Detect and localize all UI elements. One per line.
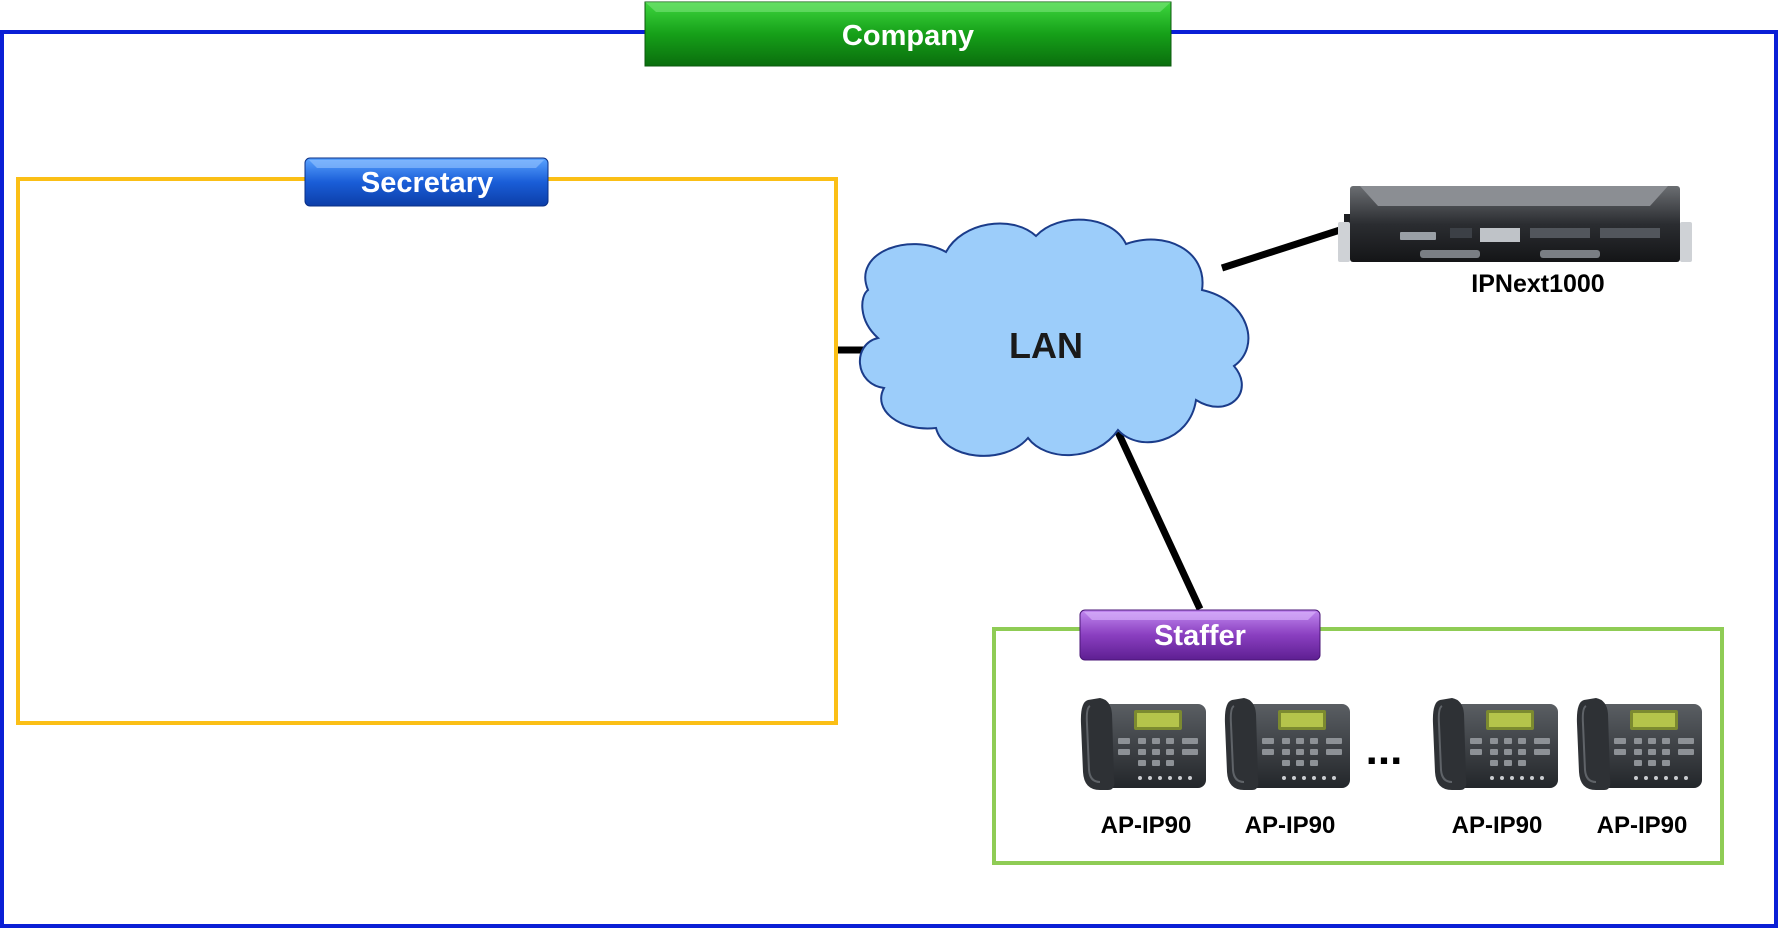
secretary-header: Secretary [304,157,549,207]
desk-phone-icon [1079,696,1208,792]
staffer-phones: AP-IP90 AP-IP90 ... AP-IP90 AP-IP90 [1079,696,1704,839]
phone-label: AP-IP90 [1101,812,1192,839]
secretary-boundary [16,177,838,725]
lan-cloud: LAN [859,218,1250,457]
desk-phone-icon [1575,696,1704,792]
lan-label: LAN [1009,325,1083,366]
staffer-header: Staffer [1079,609,1321,661]
company-label: Company [842,20,974,52]
company-header: Company [644,1,1172,67]
phone-device: AP-IP90 [1575,696,1704,839]
company-boundary [0,30,1778,928]
desk-phone-icon [1223,696,1352,792]
phones-ellipsis: ... [1366,725,1403,774]
server-label: IPNext1000 [1471,270,1604,298]
link-lan-staffer [1114,430,1204,611]
cloud-icon [859,218,1250,457]
secretary-label: Secretary [361,167,493,199]
desk-phone-icon [1431,696,1560,792]
phone-device: AP-IP90 [1079,696,1208,839]
phone-label: AP-IP90 [1452,812,1543,839]
phone-label: AP-IP90 [1245,812,1336,839]
server-device: IPNext1000 [1338,186,1692,298]
phone-device: AP-IP90 [1431,696,1560,839]
rack-server-icon [1338,186,1692,262]
phone-label: AP-IP90 [1597,812,1688,839]
link-lan-server [1220,226,1342,272]
staffer-label: Staffer [1154,620,1246,652]
staffer-boundary [992,627,1724,865]
phone-device: AP-IP90 [1223,696,1352,839]
